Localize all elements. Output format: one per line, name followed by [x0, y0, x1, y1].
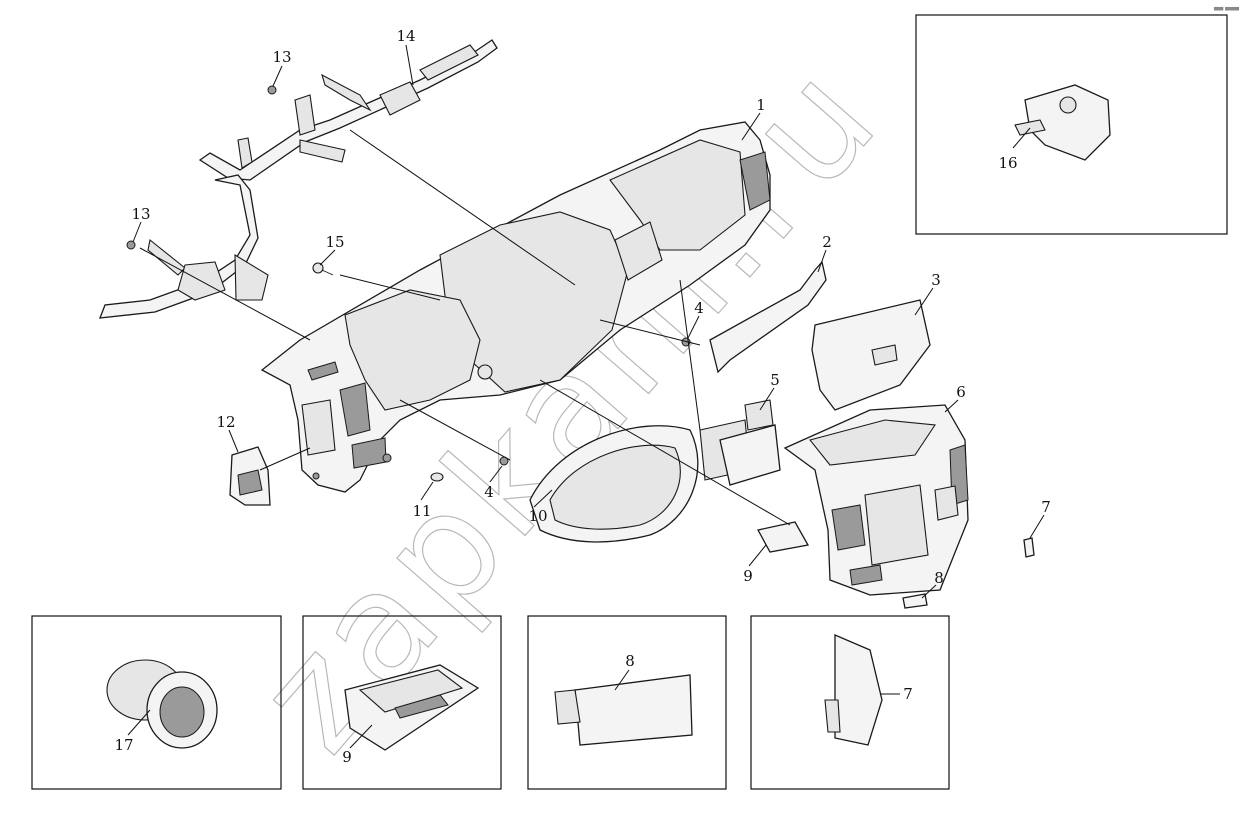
nut-13-lower	[126, 240, 136, 250]
part-16-clip	[1014, 84, 1111, 161]
callout-4-upper: 4	[694, 299, 704, 317]
callout-8-detail: 8	[625, 652, 635, 670]
callout-14: 14	[396, 27, 415, 45]
callout-9: 9	[743, 567, 753, 585]
detail-7-cap	[824, 634, 883, 746]
callout-8: 8	[934, 569, 944, 587]
callout-6: 6	[956, 383, 966, 401]
detail-9-tray	[344, 664, 480, 751]
detail-box-7	[750, 615, 950, 790]
callout-2: 2	[822, 233, 832, 251]
part-12-inset	[237, 469, 263, 496]
detail-17-air-vent	[106, 659, 218, 749]
leader-lines	[127, 44, 1045, 749]
part-6-center-panel	[783, 404, 969, 596]
part-10-meter-hood	[529, 425, 699, 543]
callout-4-lower: 4	[484, 483, 494, 501]
detail-box-17	[31, 615, 282, 790]
part-11-plug	[430, 472, 444, 482]
callout-5: 5	[770, 371, 780, 389]
part-7-cap	[1023, 537, 1035, 558]
callout-1: 1	[756, 96, 766, 114]
callout-labels: 13 14 13 15 1 2 3 4 5 6 7 8 9 10 11 12 4…	[114, 27, 1050, 766]
callout-12: 12	[216, 413, 235, 431]
part-9-tray	[757, 521, 810, 553]
part-14-cross-beam	[99, 39, 498, 319]
callout-7-detail: 7	[903, 685, 913, 703]
callout-10: 10	[528, 507, 547, 525]
part-8-cap	[902, 593, 928, 609]
nut-13-upper	[267, 85, 277, 95]
bolt-15	[312, 262, 334, 276]
callout-16: 16	[998, 154, 1017, 172]
callout-17-detail: 17	[114, 736, 133, 754]
callout-13-upper: 13	[272, 48, 291, 66]
callout-7: 7	[1041, 498, 1051, 516]
part-2-bracket	[709, 260, 827, 374]
detail-box-8	[527, 615, 727, 790]
callout-15: 15	[325, 233, 344, 251]
part-5-radio-bracket	[699, 399, 781, 486]
callout-3: 3	[931, 271, 941, 289]
detail-box-9	[302, 615, 502, 790]
corner-mark: ▄▄ ▄▄▄	[1213, 4, 1239, 11]
callout-11: 11	[412, 502, 431, 520]
part-3-glove-box	[811, 299, 931, 411]
detail-8-cap	[554, 674, 693, 746]
part-1-instrument-panel	[260, 121, 771, 493]
callout-13-lower: 13	[131, 205, 150, 223]
detail-box-16	[915, 14, 1228, 235]
callout-9-detail: 9	[342, 748, 352, 766]
